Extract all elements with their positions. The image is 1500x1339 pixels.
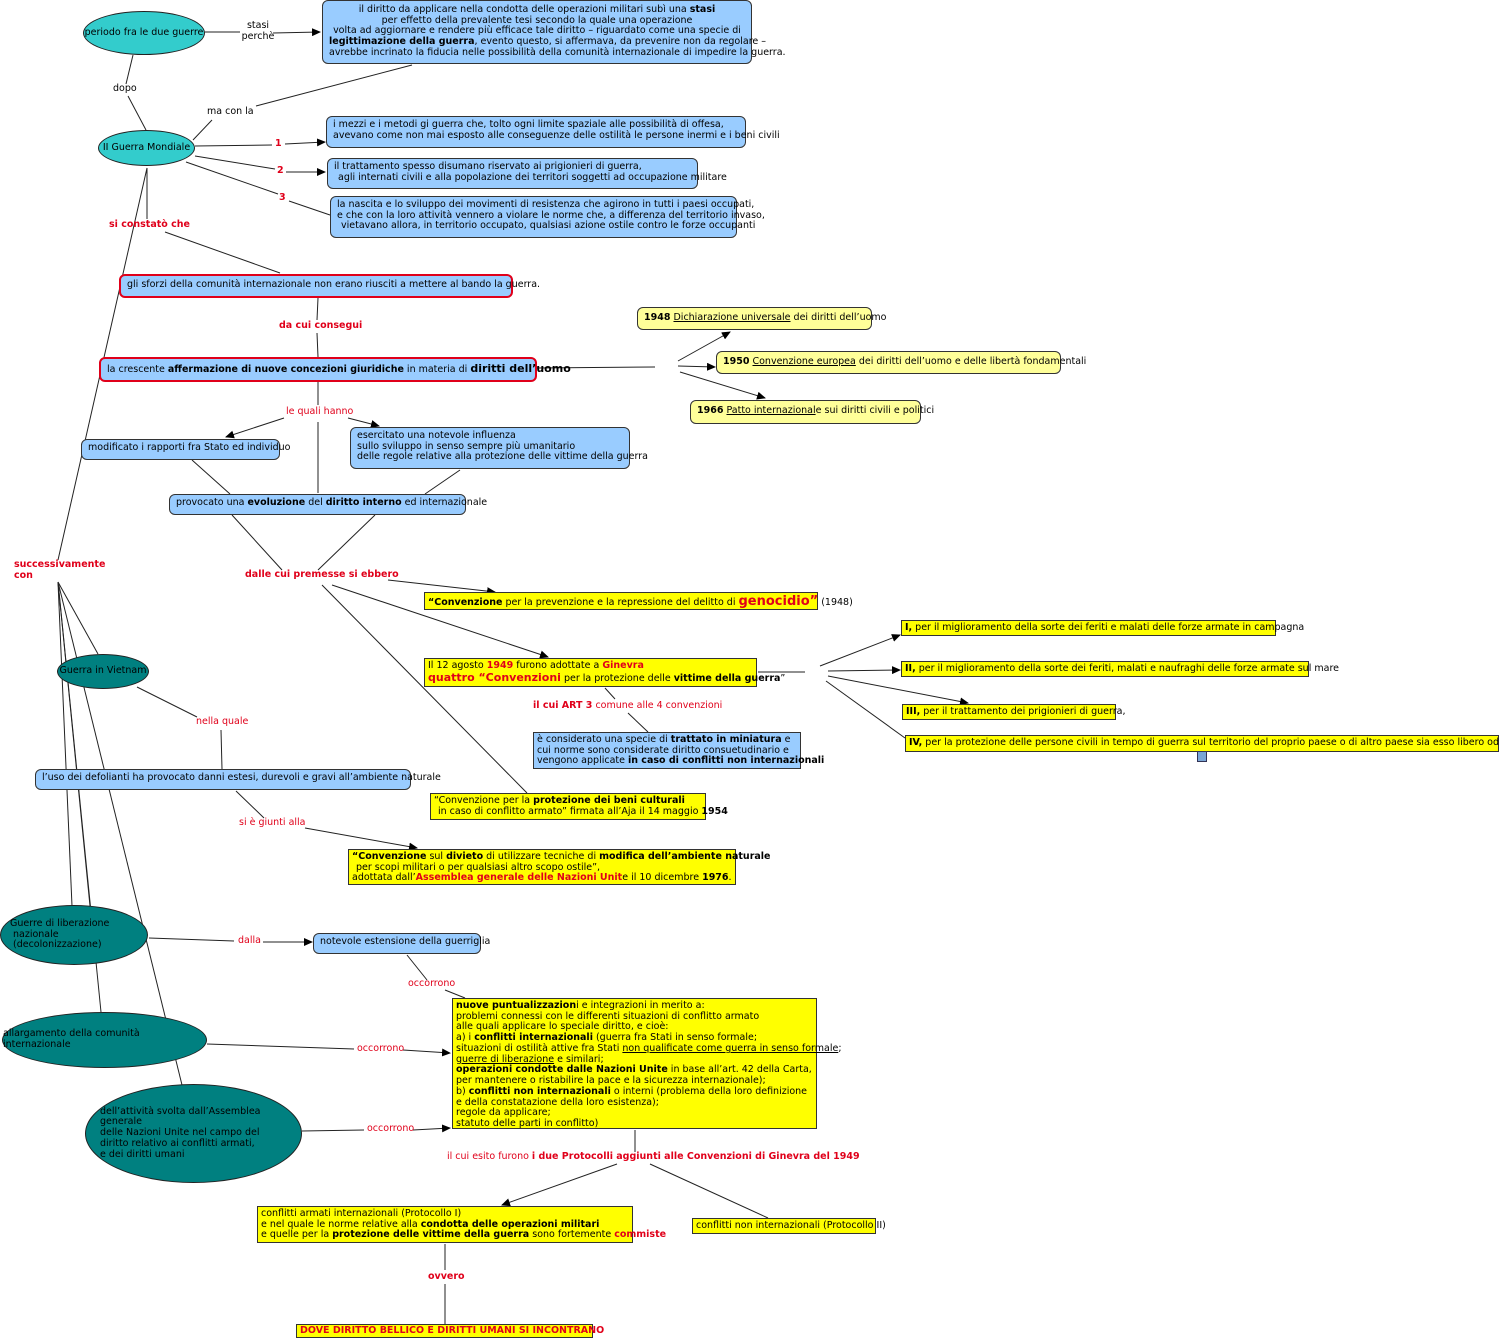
node-trattato-miniatura[interactable]: è considerato una specie di trattato in …	[533, 732, 824, 769]
link-label-nella-quale: nella quale	[196, 716, 249, 727]
link-label-2: 2	[277, 165, 284, 176]
link-label-le-quali-hanno: le quali hanno	[286, 406, 354, 417]
node-crescente-affermazione[interactable]: la crescente affermazione di nuove conce…	[99, 357, 571, 382]
node-attivita-assemblea[interactable]: dell’attività svolta dall’Assemblea gene…	[85, 1084, 302, 1183]
node-guerre-liberazione[interactable]: Guerre di liberazione nazionale (decolon…	[0, 905, 148, 965]
node-trattamento-prigionieri[interactable]: il trattamento spesso disumano riservato…	[327, 158, 727, 189]
link-label-occorrono-allargamento: occorrono	[357, 1043, 405, 1054]
node-nuove-puntualizzazioni[interactable]: nuove puntualizzazioni e integrazioni in…	[452, 998, 842, 1129]
node-protocollo-I[interactable]: conflitti armati internazionali (Protoco…	[257, 1206, 666, 1243]
node-1966-patto-internazionale[interactable]: 1966 Patto internazionale sui diritti ci…	[690, 400, 934, 424]
node-mezzi-metodi[interactable]: i mezzi e i metodi gi guerra che, tolto …	[326, 116, 780, 148]
node-protocollo-II[interactable]: conflitti non internazionali (Protocollo…	[692, 1218, 886, 1234]
link-label-3: 3	[279, 192, 286, 203]
node-provocato-evoluzione[interactable]: provocato una evoluzione del diritto int…	[169, 494, 487, 515]
node-convenzione-ambiente[interactable]: “Convenzione sul divieto di utilizzare t…	[348, 849, 771, 885]
link-label-si-e-giunti: si è giunti alla	[239, 817, 306, 828]
link-label-si-constato: si constatò che	[109, 219, 190, 230]
node-1950-convenzione-europea[interactable]: 1950 Convenzione europea dei diritti del…	[716, 351, 1086, 374]
node-1948-dichiarazione[interactable]: 1948 Dichiarazione universale dei diritt…	[637, 307, 886, 330]
node-sforzi-comunita[interactable]: gli sforzi della comunità internazionale…	[119, 274, 540, 298]
link-label-esito-protocolli: il cui esito furono i due Protocolli agg…	[447, 1151, 860, 1162]
node-uso-defolianti[interactable]: l’uso dei defolianti ha provocato danni …	[35, 769, 441, 790]
node-guerra-vietnam[interactable]: Guerra in Vietnam	[57, 654, 149, 689]
node-movimenti-resistenza[interactable]: la nascita e lo sviluppo dei movimenti d…	[330, 196, 765, 238]
node-periodo-fra-le-due-guerre[interactable]: periodo fra le due guerre	[83, 11, 205, 55]
link-label-stasi-perche: stasi perchè	[241, 20, 275, 42]
node-esercitato-influenza[interactable]: esercitato una notevole influenza sullo …	[350, 427, 648, 469]
node-seconda-guerra-mondiale[interactable]: II Guerra Mondiale	[98, 130, 195, 166]
node-modificato-rapporti[interactable]: modificato i rapporti fra Stato ed indiv…	[81, 439, 290, 460]
node-conclusione[interactable]: DOVE DIRITTO BELLICO E DIRITTI UMANI SI …	[296, 1324, 604, 1338]
link-label-occorrono-guerriglia: occorrono	[408, 978, 456, 989]
link-label-1: 1	[275, 138, 282, 149]
node-estensione-guerriglia[interactable]: notevole estensione della guerriglia	[313, 933, 490, 954]
node-convenzione-III[interactable]: III, per il trattamento dei prigionieri …	[902, 704, 1125, 720]
node-convenzioni-ginevra[interactable]: Il 12 agosto 1949 furono adottate a Gine…	[424, 658, 785, 687]
link-label-successivamente-con: successivamente con	[14, 559, 106, 581]
link-label-ma-con-la: ma con la	[207, 106, 254, 117]
link-label-art3: il cui ART 3 comune alle 4 convenzioni	[533, 700, 723, 711]
link-label-da-cui-consegui: da cui consegui	[279, 320, 363, 331]
link-label-occorrono-assemblea: occorrono	[367, 1123, 415, 1134]
link-label-dopo: dopo	[113, 83, 137, 94]
node-convenzione-IV[interactable]: IV, per la protezione delle persone civi…	[905, 735, 1500, 752]
node-stasi-box[interactable]: il diritto da applicare nella condotta d…	[322, 0, 786, 64]
attachment-icon[interactable]	[1197, 751, 1207, 762]
node-convenzione-II[interactable]: II, per il miglioramento della sorte dei…	[901, 661, 1339, 677]
node-convenzione-I[interactable]: I, per il miglioramento della sorte dei …	[901, 620, 1304, 636]
link-label-dalla: dalla	[238, 935, 261, 946]
link-label-ovvero: ovvero	[428, 1271, 465, 1282]
link-label-dalle-cui-premesse: dalle cui premesse si ebbero	[245, 569, 399, 580]
node-allargamento-comunita[interactable]: allargamento della comunità internaziona…	[2, 1012, 207, 1068]
node-beni-culturali[interactable]: “Convenzione per la protezione dei beni …	[430, 793, 728, 820]
node-convenzione-genocidio[interactable]: “Convenzione per la prevenzione e la rep…	[424, 592, 853, 610]
